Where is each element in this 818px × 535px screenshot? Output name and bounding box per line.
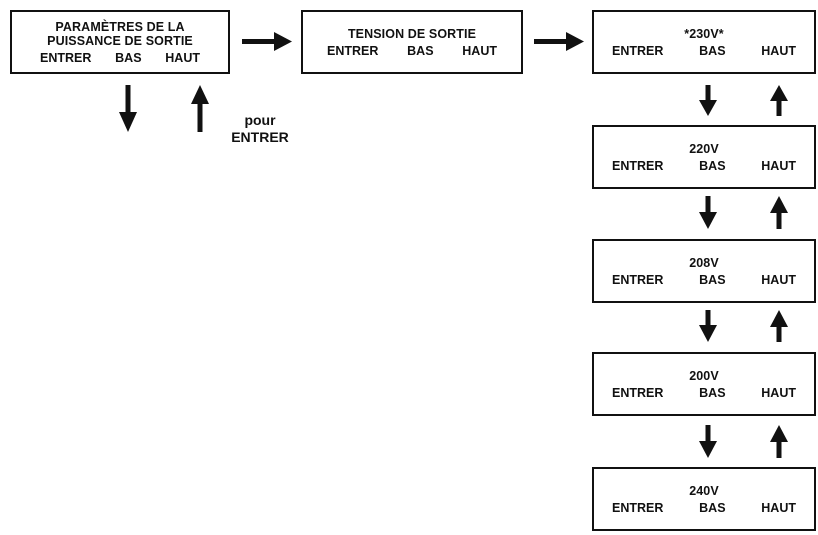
screen-voltage-240: 240V ENTRER BAS HAUT bbox=[592, 467, 816, 531]
screen-title: 208V bbox=[689, 255, 719, 270]
screen-keys: ENTRER BAS HAUT bbox=[303, 44, 521, 58]
arrow-down-icon bbox=[119, 85, 137, 132]
arrow-down-icon bbox=[699, 425, 717, 458]
screen-voltage-220: 220V ENTRER BAS HAUT bbox=[592, 125, 816, 189]
screen-title: 240V bbox=[689, 483, 719, 498]
key-down-label: BAS bbox=[699, 272, 726, 287]
screen-keys: ENTRER BAS HAUT bbox=[594, 44, 814, 58]
screen-voltage-208: 208V ENTRER BAS HAUT bbox=[592, 239, 816, 303]
screen-keys: ENTRER BAS HAUT bbox=[594, 159, 814, 173]
arrow-up-icon bbox=[770, 310, 788, 342]
screen-output-power-settings: PARAMÈTRES DE LA PUISSANCE DE SORTIE ENT… bbox=[10, 10, 230, 74]
key-enter-label: ENTRER bbox=[327, 43, 379, 58]
screen-keys: ENTRER BAS HAUT bbox=[12, 51, 228, 65]
arrow-right-icon bbox=[534, 32, 584, 51]
key-up-label: HAUT bbox=[165, 50, 200, 65]
screen-title: PARAMÈTRES DE LA PUISSANCE DE SORTIE bbox=[47, 19, 193, 48]
key-up-label: HAUT bbox=[761, 272, 796, 287]
screen-title: *230V* bbox=[684, 26, 724, 41]
key-enter-label: ENTRER bbox=[612, 500, 664, 515]
screen-keys: ENTRER BAS HAUT bbox=[594, 386, 814, 400]
key-down-label: BAS bbox=[699, 158, 726, 173]
key-enter-label: ENTRER bbox=[612, 158, 664, 173]
arrow-down-icon bbox=[699, 85, 717, 116]
screen-keys: ENTRER BAS HAUT bbox=[594, 501, 814, 515]
screen-title: TENSION DE SORTIE bbox=[347, 26, 477, 41]
screen-keys: ENTRER BAS HAUT bbox=[594, 273, 814, 287]
arrow-up-icon bbox=[191, 85, 209, 132]
enter-note: pour ENTRER bbox=[231, 112, 289, 145]
screen-voltage-200: 200V ENTRER BAS HAUT bbox=[592, 352, 816, 416]
key-down-label: BAS bbox=[699, 500, 726, 515]
arrow-up-icon bbox=[770, 196, 788, 229]
key-down-label: BAS bbox=[407, 43, 434, 58]
key-up-label: HAUT bbox=[761, 158, 796, 173]
screen-title: 200V bbox=[689, 368, 719, 383]
key-enter-label: ENTRER bbox=[612, 272, 664, 287]
arrow-up-icon bbox=[770, 85, 788, 116]
key-up-label: HAUT bbox=[761, 43, 796, 58]
screen-title: 220V bbox=[689, 141, 719, 156]
arrow-up-icon bbox=[770, 425, 788, 458]
arrow-down-icon bbox=[699, 196, 717, 229]
key-up-label: HAUT bbox=[761, 500, 796, 515]
key-enter-label: ENTRER bbox=[612, 385, 664, 400]
key-up-label: HAUT bbox=[462, 43, 497, 58]
key-up-label: HAUT bbox=[761, 385, 796, 400]
key-down-label: BAS bbox=[699, 43, 726, 58]
screen-output-voltage: TENSION DE SORTIE ENTRER BAS HAUT bbox=[301, 10, 523, 74]
key-enter-label: ENTRER bbox=[612, 43, 664, 58]
key-down-label: BAS bbox=[115, 50, 142, 65]
arrow-right-icon bbox=[242, 32, 292, 51]
screen-voltage-230: *230V* ENTRER BAS HAUT bbox=[592, 10, 816, 74]
arrow-down-icon bbox=[699, 310, 717, 342]
key-enter-label: ENTRER bbox=[40, 50, 92, 65]
key-down-label: BAS bbox=[699, 385, 726, 400]
